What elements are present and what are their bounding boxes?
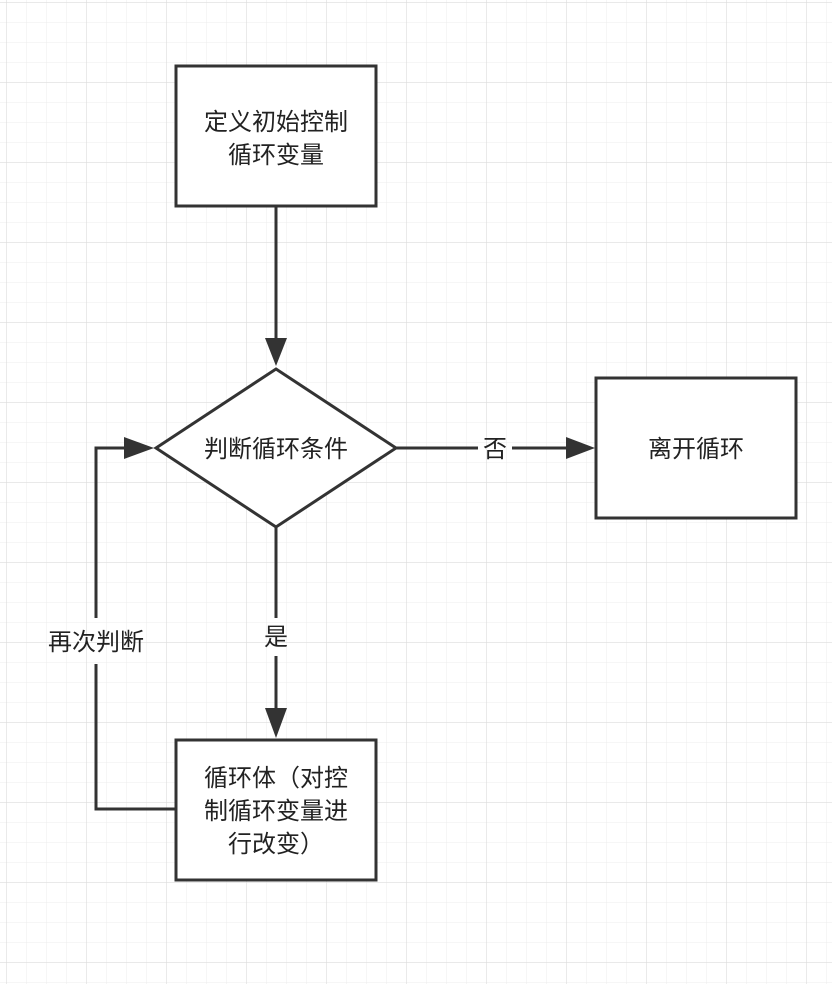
arrowhead [566, 437, 595, 459]
node-condition: 判断循环条件 [153, 367, 399, 529]
node-init-line-2: 循环变量 [228, 141, 324, 169]
edge-init-to-condition [265, 206, 287, 366]
arrowhead [124, 437, 154, 459]
edge-condition-to-body: 是 [264, 527, 288, 738]
node-init: 定义初始控制 循环变量 [174, 64, 378, 208]
node-exit: 离开循环 [594, 376, 798, 520]
edge-condition-to-exit: 否 [396, 435, 595, 463]
arrowhead [265, 338, 287, 366]
node-condition-label: 判断循环条件 [204, 435, 348, 463]
edge-label-loop: 再次判断 [48, 628, 144, 656]
edge-label-yes: 是 [264, 623, 288, 651]
edge-label-no: 否 [483, 435, 507, 463]
node-body: 循环体（对控 制循环变量进 行改变） [174, 738, 378, 882]
node-body-line-1: 循环体（对控 [204, 764, 348, 792]
node-body-line-2: 制循环变量进 [204, 797, 348, 825]
node-exit-label: 离开循环 [648, 435, 744, 463]
arrowhead [265, 708, 287, 738]
node-body-line-3: 行改变） [228, 830, 324, 858]
edge-body-loop-back: 再次判断 [48, 437, 176, 811]
node-init-line-1: 定义初始控制 [204, 108, 348, 136]
